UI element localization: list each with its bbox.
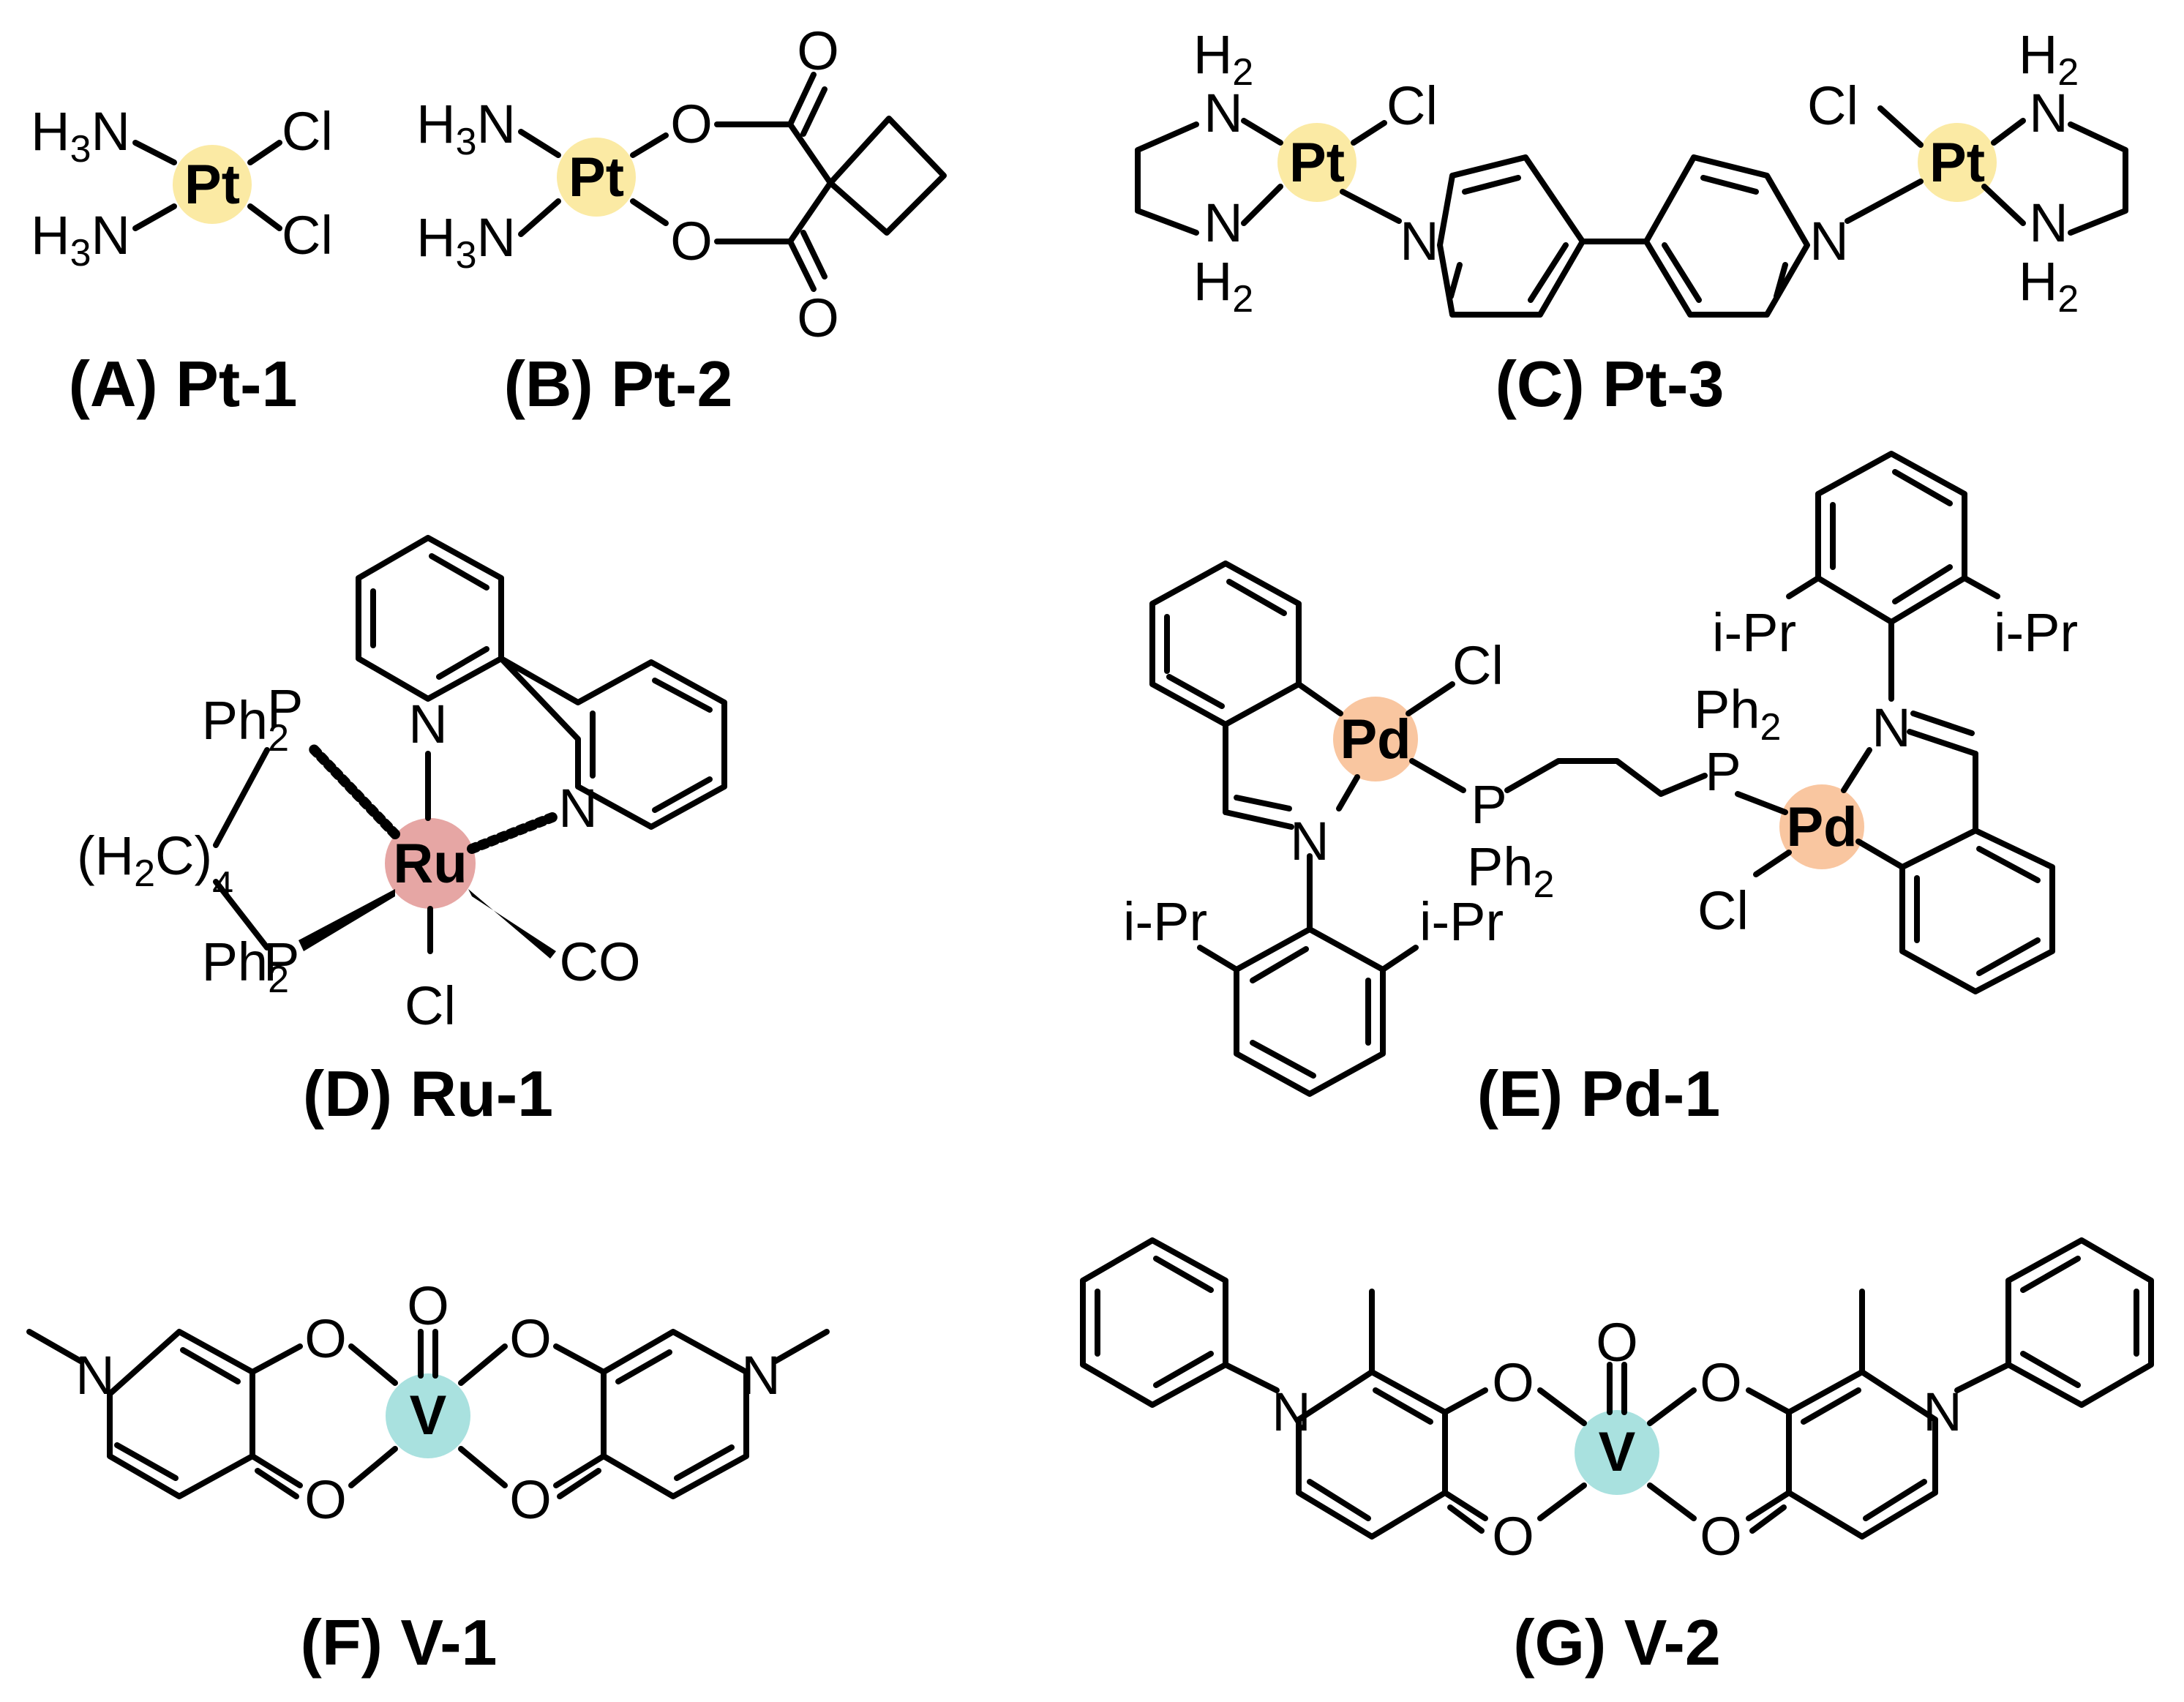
chloride-label: Cl	[1697, 880, 1749, 941]
pyridine-nitrogen: N	[1809, 211, 1848, 271]
oxygen-label: O	[304, 1469, 347, 1530]
oxygen-label: O	[670, 94, 713, 154]
oxygen-label: O	[1492, 1352, 1534, 1413]
oxygen-label: O	[797, 20, 839, 81]
v-highlight	[386, 1373, 470, 1458]
metal-pt: Pt	[184, 154, 240, 216]
isopropyl-label: i-Pr	[1419, 891, 1504, 952]
oxygen-label: O	[1700, 1506, 1742, 1567]
ru-highlight	[385, 818, 476, 909]
oxygen-label: O	[509, 1308, 552, 1369]
pyridine-nitrogen: N	[1400, 211, 1438, 271]
pt-highlight	[557, 138, 636, 217]
pyridinone-nitrogen: N	[1272, 1382, 1310, 1442]
imine-nitrogen: N	[1872, 697, 1910, 758]
caption-pt-1: (A) Pt-1	[69, 348, 298, 420]
h2-label: H2	[2019, 251, 2079, 320]
structure-pt-2: Pt H3N H3N O O O O (B) Pt-2	[416, 20, 947, 420]
caption-ru-1: (D) Ru-1	[303, 1057, 553, 1130]
metal-v: V	[410, 1384, 447, 1447]
caption-pd-1: (E) Pd-1	[1477, 1057, 1720, 1130]
v-highlight	[1575, 1410, 1659, 1495]
metal-v: V	[1599, 1421, 1636, 1483]
h2-label: H2	[1193, 251, 1253, 320]
structure-v-1: V N N O O O O O (F) V-1	[26, 1275, 830, 1679]
metal-pt: Pt	[568, 146, 624, 209]
ammine-label: H3N	[416, 207, 516, 277]
pyridinone-nitrogen: N	[1923, 1382, 1962, 1442]
ph2-label: Ph2	[202, 931, 289, 1001]
caption-v-1: (F) V-1	[301, 1606, 498, 1679]
ph2-label: Ph2	[202, 690, 289, 760]
isopropyl-label: i-Pr	[1712, 602, 1796, 663]
oxygen-label: O	[304, 1308, 347, 1369]
oxygen-label: O	[797, 288, 839, 348]
pd-highlight	[1333, 697, 1418, 781]
caption-v-2: (G) V-2	[1513, 1606, 1721, 1679]
structure-pd-1: Pd Pd Cl N P Ph2 P Ph2 N Cl i-Pr i-Pr i-…	[1123, 451, 2078, 1130]
oxygen-label: O	[1700, 1352, 1742, 1413]
imine-nitrogen: N	[1290, 811, 1329, 871]
ph2-label: Ph2	[1467, 836, 1554, 906]
pt-highlight	[1918, 123, 1997, 202]
ph2-label: Ph2	[1694, 679, 1781, 749]
h2-label: H2	[2019, 24, 2079, 94]
bipyridine-nitrogen: N	[408, 694, 447, 754]
caption-pt-3: (C) Pt-3	[1496, 348, 1725, 420]
structure-pt-3: Pt Pt N N H2 H2 Cl N N Cl N N H2 H2 (C) …	[1135, 24, 2128, 420]
pyridinone-nitrogen: N	[75, 1345, 114, 1406]
structure-pt-1: Pt H3N H3N Cl Cl (A) Pt-1	[31, 101, 333, 420]
phosphorus-label: P	[263, 931, 299, 992]
metal-pt: Pt	[1289, 132, 1345, 194]
chloride-label: Cl	[282, 205, 333, 266]
oxygen-label: O	[1492, 1506, 1534, 1567]
bipyridine-nitrogen: N	[558, 778, 597, 839]
nitrogen-label: N	[1204, 192, 1242, 253]
oxo-label: O	[407, 1275, 449, 1336]
carbonyl-label: CO	[560, 931, 641, 992]
h2-label: H2	[1193, 24, 1253, 94]
pt-highlight	[1277, 123, 1356, 202]
chloride-label: Cl	[1807, 75, 1858, 136]
phosphorus-label: P	[267, 678, 303, 739]
metal-ru: Ru	[393, 833, 467, 895]
isopropyl-label: i-Pr	[1994, 602, 2078, 663]
oxo-label: O	[1596, 1312, 1638, 1373]
ammine-label: H3N	[416, 94, 516, 163]
oxygen-label: O	[509, 1469, 552, 1530]
phosphorus-label: P	[1705, 741, 1741, 802]
oxygen-label: O	[670, 211, 713, 271]
chloride-label: Cl	[1452, 635, 1504, 696]
ammine-label: H3N	[31, 205, 130, 274]
structure-v-2: V N N O O O O O (G) V-2	[1080, 1237, 2154, 1679]
caption-pt-2: (B) Pt-2	[504, 348, 733, 420]
pd-highlight	[1779, 784, 1864, 869]
isopropyl-label: i-Pr	[1123, 891, 1207, 952]
methylene-chain-label: (H2C)4	[77, 825, 233, 907]
nitrogen-label: N	[2029, 192, 2068, 253]
nitrogen-label: N	[2029, 83, 2068, 143]
chloride-label: Cl	[282, 101, 333, 162]
nitrogen-label: N	[1204, 83, 1242, 143]
metal-pt: Pt	[1929, 132, 1985, 194]
metal-pd: Pd	[1340, 708, 1411, 771]
pyridinone-nitrogen: N	[741, 1345, 780, 1406]
pt-highlight	[173, 145, 252, 224]
structure-ru-1: Ru N N Ph2 P Ph2 P (H2C)4 CO Cl (D) Ru-1	[77, 535, 727, 1130]
chloride-label: Cl	[1386, 75, 1438, 136]
ammine-label: H3N	[31, 101, 130, 170]
phosphorus-label: P	[1471, 774, 1506, 835]
chloride-label: Cl	[405, 975, 456, 1036]
metal-pd: Pd	[1786, 796, 1857, 858]
